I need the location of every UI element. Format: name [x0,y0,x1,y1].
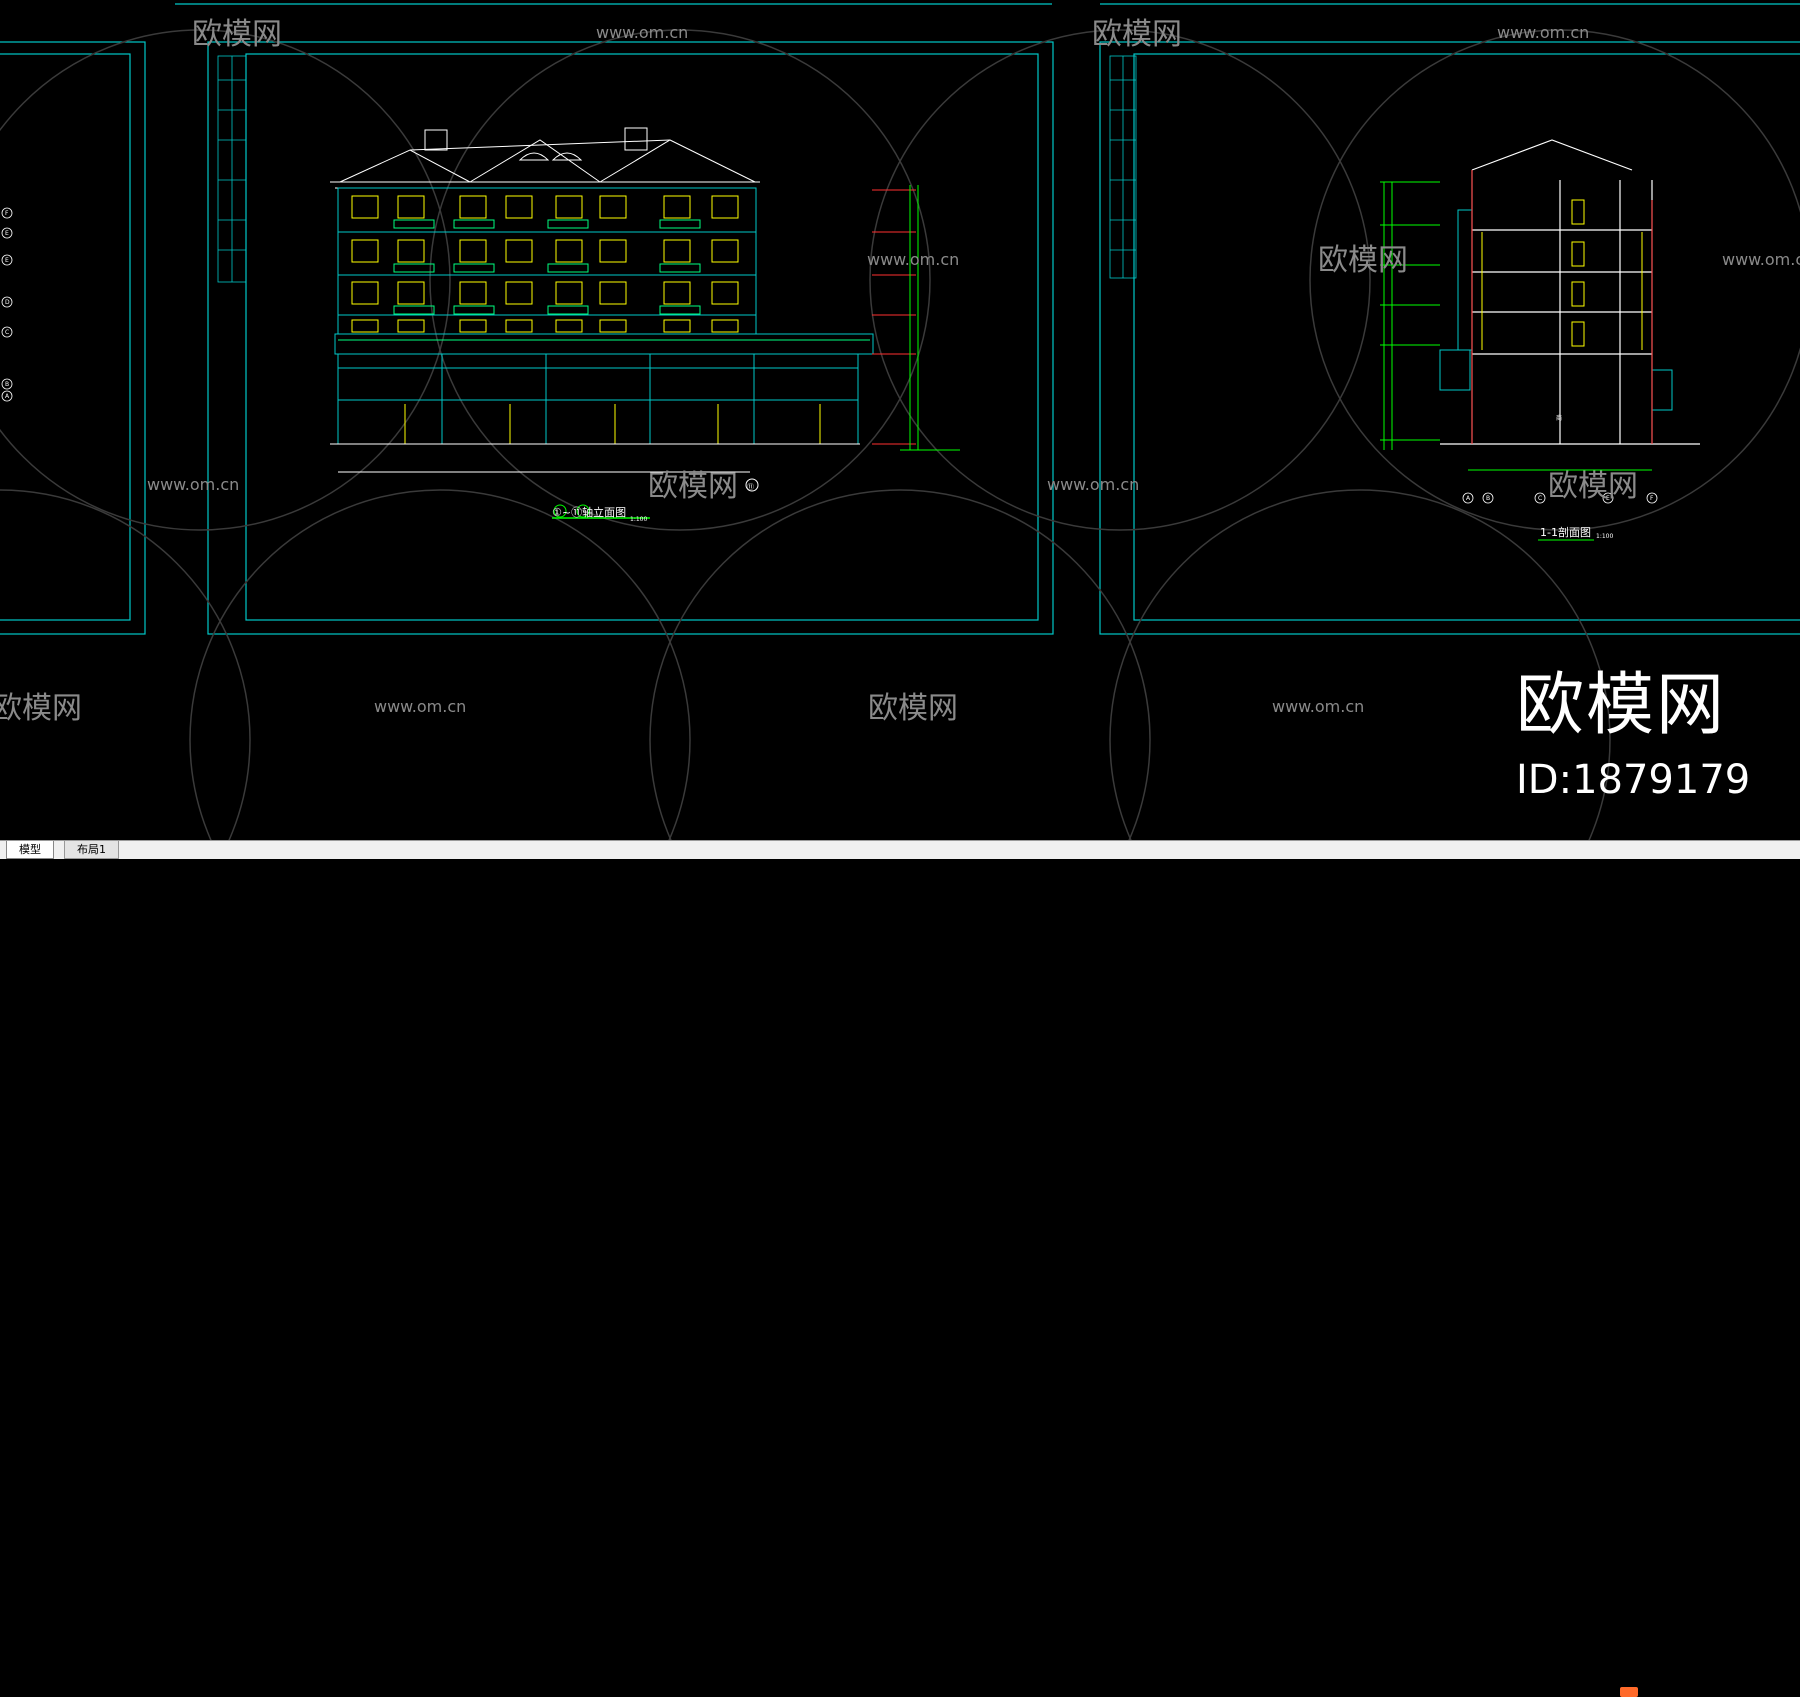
tab-layout1[interactable]: 布局1 [64,841,119,859]
tab-model[interactable]: 模型 [6,841,54,859]
svg-text:C: C [1538,495,1542,502]
layout-tab-bar: 模型 布局1 [0,840,1800,1697]
watermark-brand: 欧模网 [1318,243,1408,278]
svg-text:B: B [5,381,9,388]
left-bubble-letters: F E E D C B A [5,210,10,400]
watermark-site: www.om.cn [1722,250,1800,269]
left-grid-bubbles [1,207,13,402]
watermark-site: www.om.cn [867,250,959,269]
elevation-end-bubble: ⑪ [747,483,754,491]
watermark-site: www.om.cn [1272,697,1364,716]
svg-text:C: C [5,329,9,336]
watermark-brand: 欧模网 [1092,17,1182,52]
cad-model-space[interactable]: ①~⑪轴立面图 1:100 ⑪ [0,0,1800,840]
section-title: 1-1剖面图 [1540,525,1591,539]
watermark-brand: 欧模网 [1548,469,1638,504]
watermark-circles [0,29,1800,840]
section-scale: 1:100 [1596,533,1613,540]
status-indicator-icon [1620,1687,1638,1697]
section-building[interactable]: 商 [1380,139,1700,504]
svg-text:E: E [5,257,9,264]
svg-text:E: E [5,230,9,237]
watermark-site: www.om.cn [1497,23,1589,42]
elevation-building[interactable] [330,127,960,473]
svg-text:F: F [5,210,9,217]
watermark-id: ID:1879179 [1516,757,1751,803]
section-bubble-letters: A B C E F [1466,495,1654,502]
svg-text:F: F [1650,495,1654,502]
watermark-site: www.om.cn [147,475,239,494]
watermark-brand: 欧模网 [868,691,958,726]
svg-text:A: A [5,393,10,400]
watermark-brand-large: 欧模网 [1516,666,1727,745]
title-block-left [217,55,1137,283]
elevation-scale: 1:100 [630,516,647,523]
sheet-frames [0,3,1800,635]
watermark-site: www.om.cn [1047,475,1139,494]
watermark-brand: 欧模网 [192,17,282,52]
svg-text:B: B [1486,495,1490,502]
watermark-site: www.om.cn [596,23,688,42]
watermark-brand: 欧模网 [648,469,738,504]
watermark-site: www.om.cn [374,697,466,716]
drawing-svg: ①~⑪轴立面图 1:100 ⑪ [0,3,1800,840]
svg-text:A: A [1466,495,1471,502]
section-room-label: 商 [1556,414,1562,422]
svg-text:D: D [5,299,10,306]
elevation-title: ①~⑪轴立面图 [552,505,626,519]
section-title-group: 1-1剖面图 1:100 [1538,525,1613,541]
watermark-text-layer: www.om.cn www.om.cn www.om.cn www.om.cn … [0,17,1800,726]
svg-text:E: E [1606,495,1610,502]
watermark-brand: 欧模网 [0,691,82,726]
elevation-title-group: ①~⑪轴立面图 1:100 ⑪ [552,478,759,523]
